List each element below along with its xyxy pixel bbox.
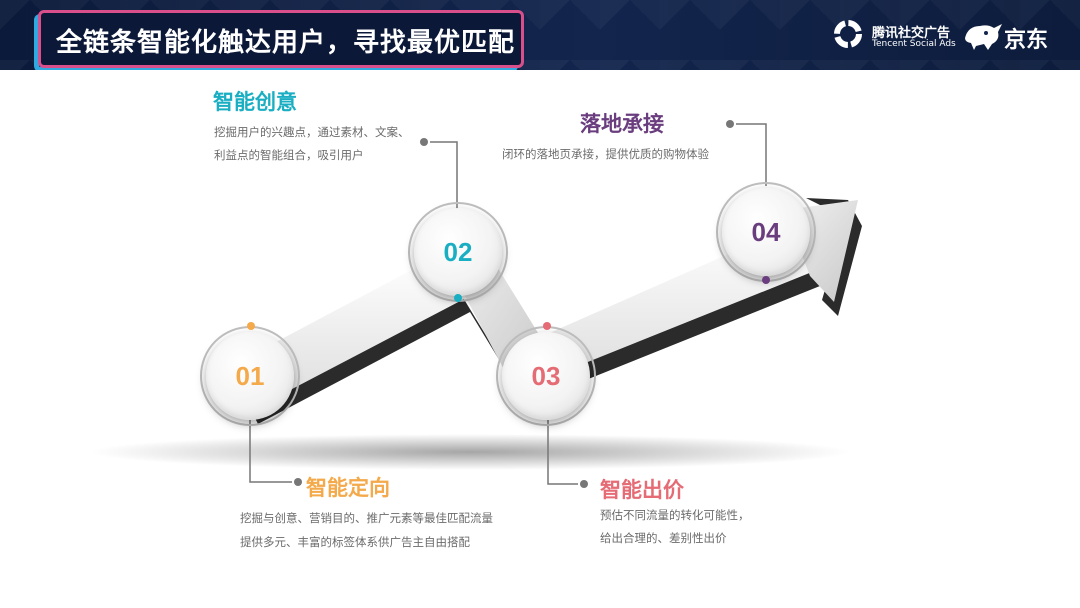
step-02-dot <box>454 294 462 302</box>
connector-dot-02 <box>420 138 428 146</box>
step-03-desc-line-1: 预估不同流量的转化可能性， <box>600 508 750 522</box>
title-frame <box>38 10 524 68</box>
step-04-heading: 落地承接 <box>580 112 664 136</box>
step-04-dot <box>762 276 770 284</box>
tencent-logo-cn: 腾讯社交广告 <box>872 26 951 41</box>
connector-dot-03 <box>580 480 588 488</box>
step-02-heading: 智能创意 <box>213 90 297 114</box>
tencent-social-ads-logo: 腾讯社交广告 Tencent Social Ads <box>832 18 956 54</box>
step-01-dot <box>247 322 255 330</box>
step-03-desc-line-2: 给出合理的、差别性出价 <box>600 531 727 545</box>
step-04-number: 04 <box>751 217 781 247</box>
step-04-desc-line-1: 闭环的落地页承接，提供优质的购物体验 <box>502 147 709 161</box>
step-01-heading: 智能定向 <box>306 476 390 500</box>
step-03-circle: 03 <box>502 332 590 420</box>
connector-line-04 <box>736 123 767 186</box>
connector-dot-01 <box>294 478 302 486</box>
step-03-heading: 智能出价 <box>600 478 684 502</box>
page-title: 全链条智能化触达用户，寻找最优匹配 <box>56 28 516 58</box>
connector-line-03 <box>547 420 578 485</box>
step-02-number: 02 <box>443 237 473 267</box>
step-03-number: 03 <box>531 361 561 391</box>
jd-logo-text: 京东 <box>1004 28 1049 53</box>
step-02-desc-line-2: 利益点的智能组合，吸引用户 <box>214 148 364 162</box>
step-01-desc-line-1: 挖掘与创意、营销目的、推广元素等最佳匹配流量 <box>240 511 493 525</box>
step-02-circle: 02 <box>414 208 502 296</box>
step-01-desc-line-2: 提供多元、丰富的标签体系供广告主自由搭配 <box>240 535 470 549</box>
header-bar: 全链条智能化触达用户，寻找最优匹配 腾讯社交广告 Tencent Social … <box>0 0 1080 70</box>
step-01-number: 01 <box>235 361 265 391</box>
jd-logo: 京东 <box>962 16 1062 56</box>
connector-line-01 <box>249 412 292 483</box>
tencent-logo-en: Tencent Social Ads <box>872 39 956 49</box>
title-accent-frame <box>34 14 518 70</box>
connector-dot-04 <box>726 120 734 128</box>
step-02-desc-line-1: 挖掘用户的兴趣点，通过素材、文案、 <box>214 125 410 139</box>
step-04-circle: 04 <box>722 188 810 276</box>
step-03-dot <box>543 322 551 330</box>
connector-line-02 <box>430 141 458 212</box>
jd-dog-icon <box>965 24 1002 50</box>
floor-shadow <box>90 434 850 470</box>
tencent-ring-icon <box>834 20 862 48</box>
step-01-circle: 01 <box>206 332 294 420</box>
